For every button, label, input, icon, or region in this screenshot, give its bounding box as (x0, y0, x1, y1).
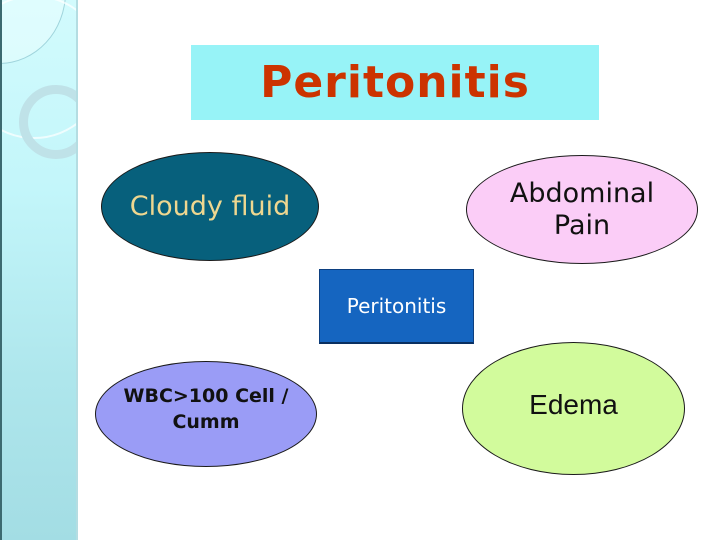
center-node-peritonitis: Peritonitis (319, 269, 474, 344)
node-label-line: WBC>100 Cell / (123, 385, 289, 407)
slide-title-box: Peritonitis (191, 45, 599, 120)
node-label-line: Abdominal (509, 177, 655, 209)
node-label: WBC>100 Cell / Cumm (124, 383, 289, 435)
slide-title: Peritonitis (260, 57, 530, 108)
center-node-label: Peritonitis (346, 294, 447, 318)
node-wbc: WBC>100 Cell / Cumm (95, 361, 317, 467)
node-label-line: Cumm (172, 411, 240, 433)
node-abdominal-pain: Abdominal Pain (466, 155, 698, 264)
decorative-ring (19, 85, 76, 159)
node-label: Edema (529, 388, 618, 420)
node-label: Cloudy fluid (129, 191, 291, 222)
node-edema: Edema (462, 342, 685, 475)
node-label: Abdominal Pain (510, 178, 654, 242)
node-cloudy-fluid: Cloudy fluid (101, 152, 319, 261)
node-label-line: Pain (553, 209, 611, 241)
decorative-side-strip (0, 0, 78, 540)
